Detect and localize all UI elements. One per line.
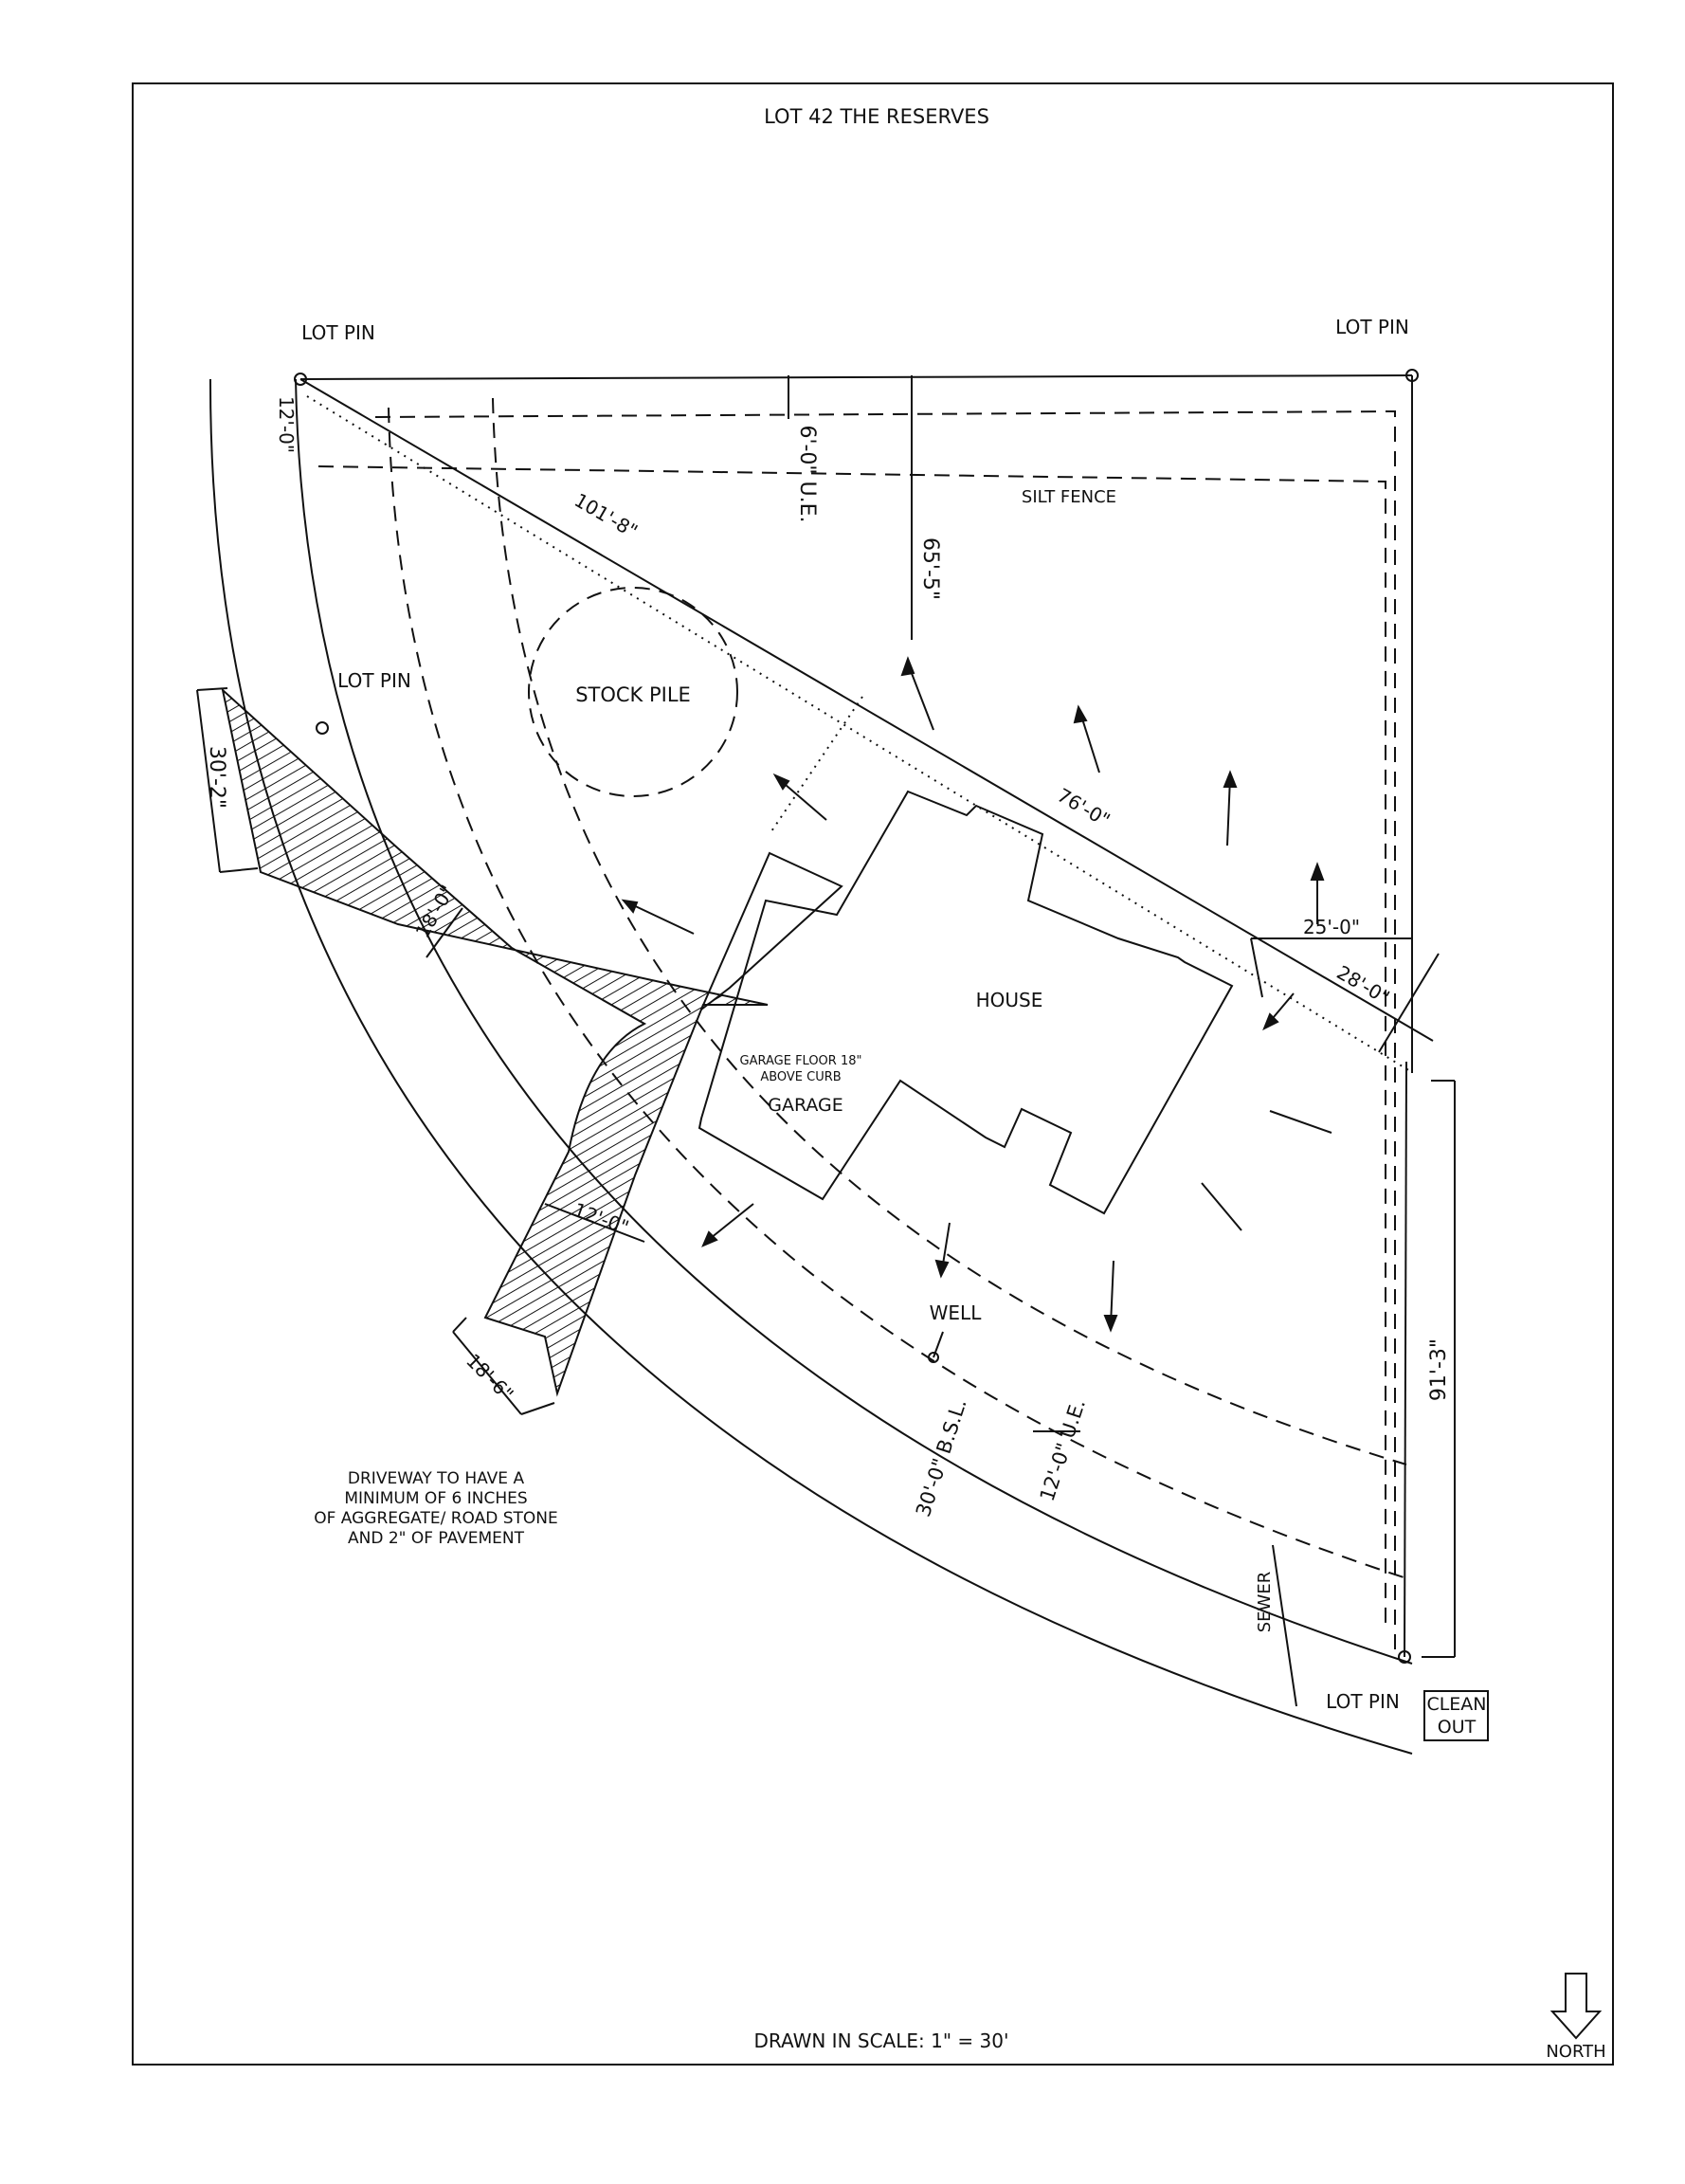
lot-pin-nw-label: LOT PIN: [301, 321, 375, 344]
driveway-note-line-4: AND 2" OF PAVEMENT: [348, 1529, 525, 1548]
dim-12-ue: 12'-0" U.E.: [1036, 1396, 1090, 1504]
silt-fence-label: SILT FENCE: [1022, 487, 1116, 507]
road-edge-outer: [208, 378, 1413, 1755]
garage-floor-label-1: GARAGE FLOOR 18": [740, 1054, 862, 1068]
dim-91-3: 91'-3": [1427, 1338, 1451, 1401]
garage-floor-label-2: ABOVE CURB: [760, 1070, 841, 1084]
dim-30-2: 30'-2": [205, 746, 228, 809]
lot-pin-se: [1398, 1650, 1411, 1664]
north-label: NORTH: [1546, 2042, 1605, 2062]
house-footprint: [698, 790, 1234, 1215]
stock-pile-label: STOCK PILE: [575, 683, 691, 706]
dimension-lines: [196, 375, 1456, 1658]
lot-pin-nw: [294, 373, 307, 386]
lot-pin-ne-label: LOT PIN: [1335, 316, 1409, 338]
dim-12-top: 12'-0": [275, 396, 298, 453]
drainage-arrows: [621, 656, 1332, 1333]
sewer-label: SEWER: [1255, 1572, 1275, 1632]
dim-30-bsl: 30'-0" B.S.L.: [912, 1396, 971, 1520]
dim-28-0: 28'-0": [1332, 961, 1393, 1010]
well-marker: [928, 1352, 939, 1363]
driveway-hatch: [221, 687, 769, 1397]
lot-pin-w-label: LOT PIN: [337, 669, 411, 692]
ue-line-6ft: [374, 410, 1396, 1649]
north-arrow-icon: [1549, 1973, 1603, 2040]
drawing-title: LOT 42 THE RESERVES: [764, 105, 989, 128]
sheet-border: [132, 82, 1614, 2066]
dim-65-5: 65'-5": [918, 537, 942, 600]
setback-dotted-line: [306, 395, 1411, 1072]
dim-25-0: 25'-0": [1303, 916, 1360, 938]
clean-out-label-1: CLEAN: [1426, 1694, 1486, 1715]
lot-pin-w: [316, 721, 329, 735]
lot-line-north: [299, 374, 1413, 380]
lot-line-diagonal: [299, 378, 1434, 1042]
dim-6-ue: 6'-0" U.E.: [795, 425, 819, 522]
silt-fence-line: [317, 465, 1386, 1630]
well-label: WELL: [930, 1301, 983, 1324]
house-label: HOUSE: [976, 989, 1043, 1011]
lot-pin-se-label: LOT PIN: [1326, 1690, 1400, 1713]
clean-out-label-2: OUT: [1438, 1717, 1477, 1738]
dotted-line-house: [769, 696, 863, 835]
bsl-line-30ft: [492, 397, 1407, 1465]
ue-line-12ft: [388, 407, 1407, 1579]
scale-note: DRAWN IN SCALE: 1" = 30': [754, 2029, 1009, 2052]
driveway-note-line-3: OF AGGREGATE/ ROAD STONE: [314, 1509, 558, 1528]
lot-pin-ne: [1405, 369, 1419, 382]
garage-label: GARAGE: [768, 1095, 843, 1116]
driveway-note-line-2: MINIMUM OF 6 INCHES: [344, 1489, 527, 1508]
lot-line-east-lower: [1404, 1061, 1407, 1658]
dim-18-6: 18'-6": [462, 1349, 517, 1405]
dim-101-8: 101'-8": [571, 488, 642, 542]
stock-pile-circle: [528, 587, 738, 797]
driveway-note-line-1: DRIVEWAY TO HAVE A: [348, 1469, 525, 1488]
clean-out-box: [1423, 1690, 1489, 1741]
sewer-line: [1272, 1544, 1297, 1707]
